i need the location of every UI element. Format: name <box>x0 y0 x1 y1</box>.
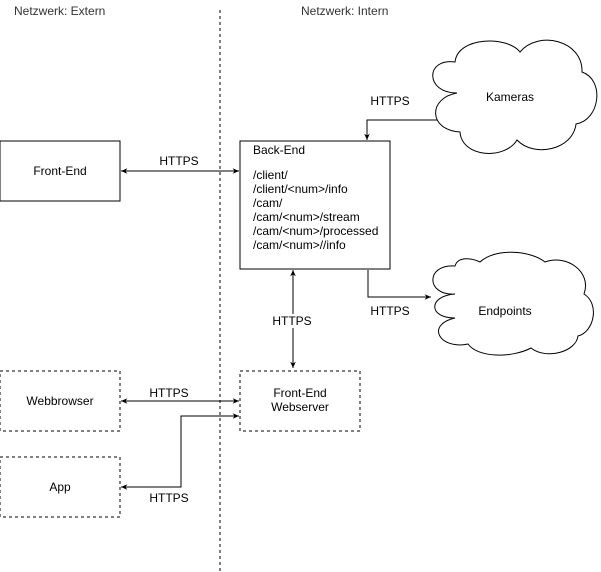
edge-label-app-webserver: HTTPS <box>149 491 188 505</box>
backend-node[interactable]: Back-End /client/ /client/<num>/info /ca… <box>239 140 391 270</box>
edge-label-backend-webserver: HTTPS <box>272 314 311 328</box>
frontend-label: Front-End <box>33 164 86 178</box>
frontend-webserver-label: Webserver <box>271 400 329 414</box>
frontend-node[interactable]: Front-End <box>0 140 121 202</box>
endpoints-label: Endpoints <box>478 304 531 318</box>
app-label: App <box>49 480 71 494</box>
backend-route: /client/ <box>253 168 288 182</box>
backend-route: /client/<num>/info <box>253 182 348 196</box>
edge-label-kameras-backend: HTTPS <box>370 94 409 108</box>
backend-route: /cam/<num>/processed <box>253 224 378 238</box>
zone-extern-label: Netzwerk: Extern <box>14 4 105 18</box>
webbrowser-label: Webbrowser <box>26 394 93 408</box>
edge-label-backend-endpoints: HTTPS <box>370 304 409 318</box>
edge-label-background <box>272 314 314 328</box>
frontend-webserver-node[interactable]: Front-End Webserver <box>239 370 361 432</box>
zone-intern-label: Netzwerk: Intern <box>301 4 388 18</box>
edge-kameras-backend <box>364 119 437 140</box>
backend-title: Back-End <box>253 143 305 157</box>
edge-backend-endpoints <box>367 270 431 300</box>
kameras-label: Kameras <box>486 90 534 104</box>
edge-label-webbrowser-webserver: HTTPS <box>149 386 188 400</box>
backend-route: /cam/ <box>253 196 283 210</box>
backend-route: /cam/<num>//info <box>253 238 346 252</box>
frontend-webserver-label: Front-End <box>273 386 326 400</box>
edge-app-webserver <box>121 413 239 490</box>
app-node[interactable]: App <box>0 456 121 518</box>
edge-label-frontend-backend: HTTPS <box>159 154 198 168</box>
endpoints-cloud[interactable]: Endpoints <box>432 251 594 356</box>
backend-route: /cam/<num>/stream <box>253 210 360 224</box>
webbrowser-node[interactable]: Webbrowser <box>0 370 121 432</box>
kameras-cloud[interactable]: Kameras <box>432 39 598 154</box>
